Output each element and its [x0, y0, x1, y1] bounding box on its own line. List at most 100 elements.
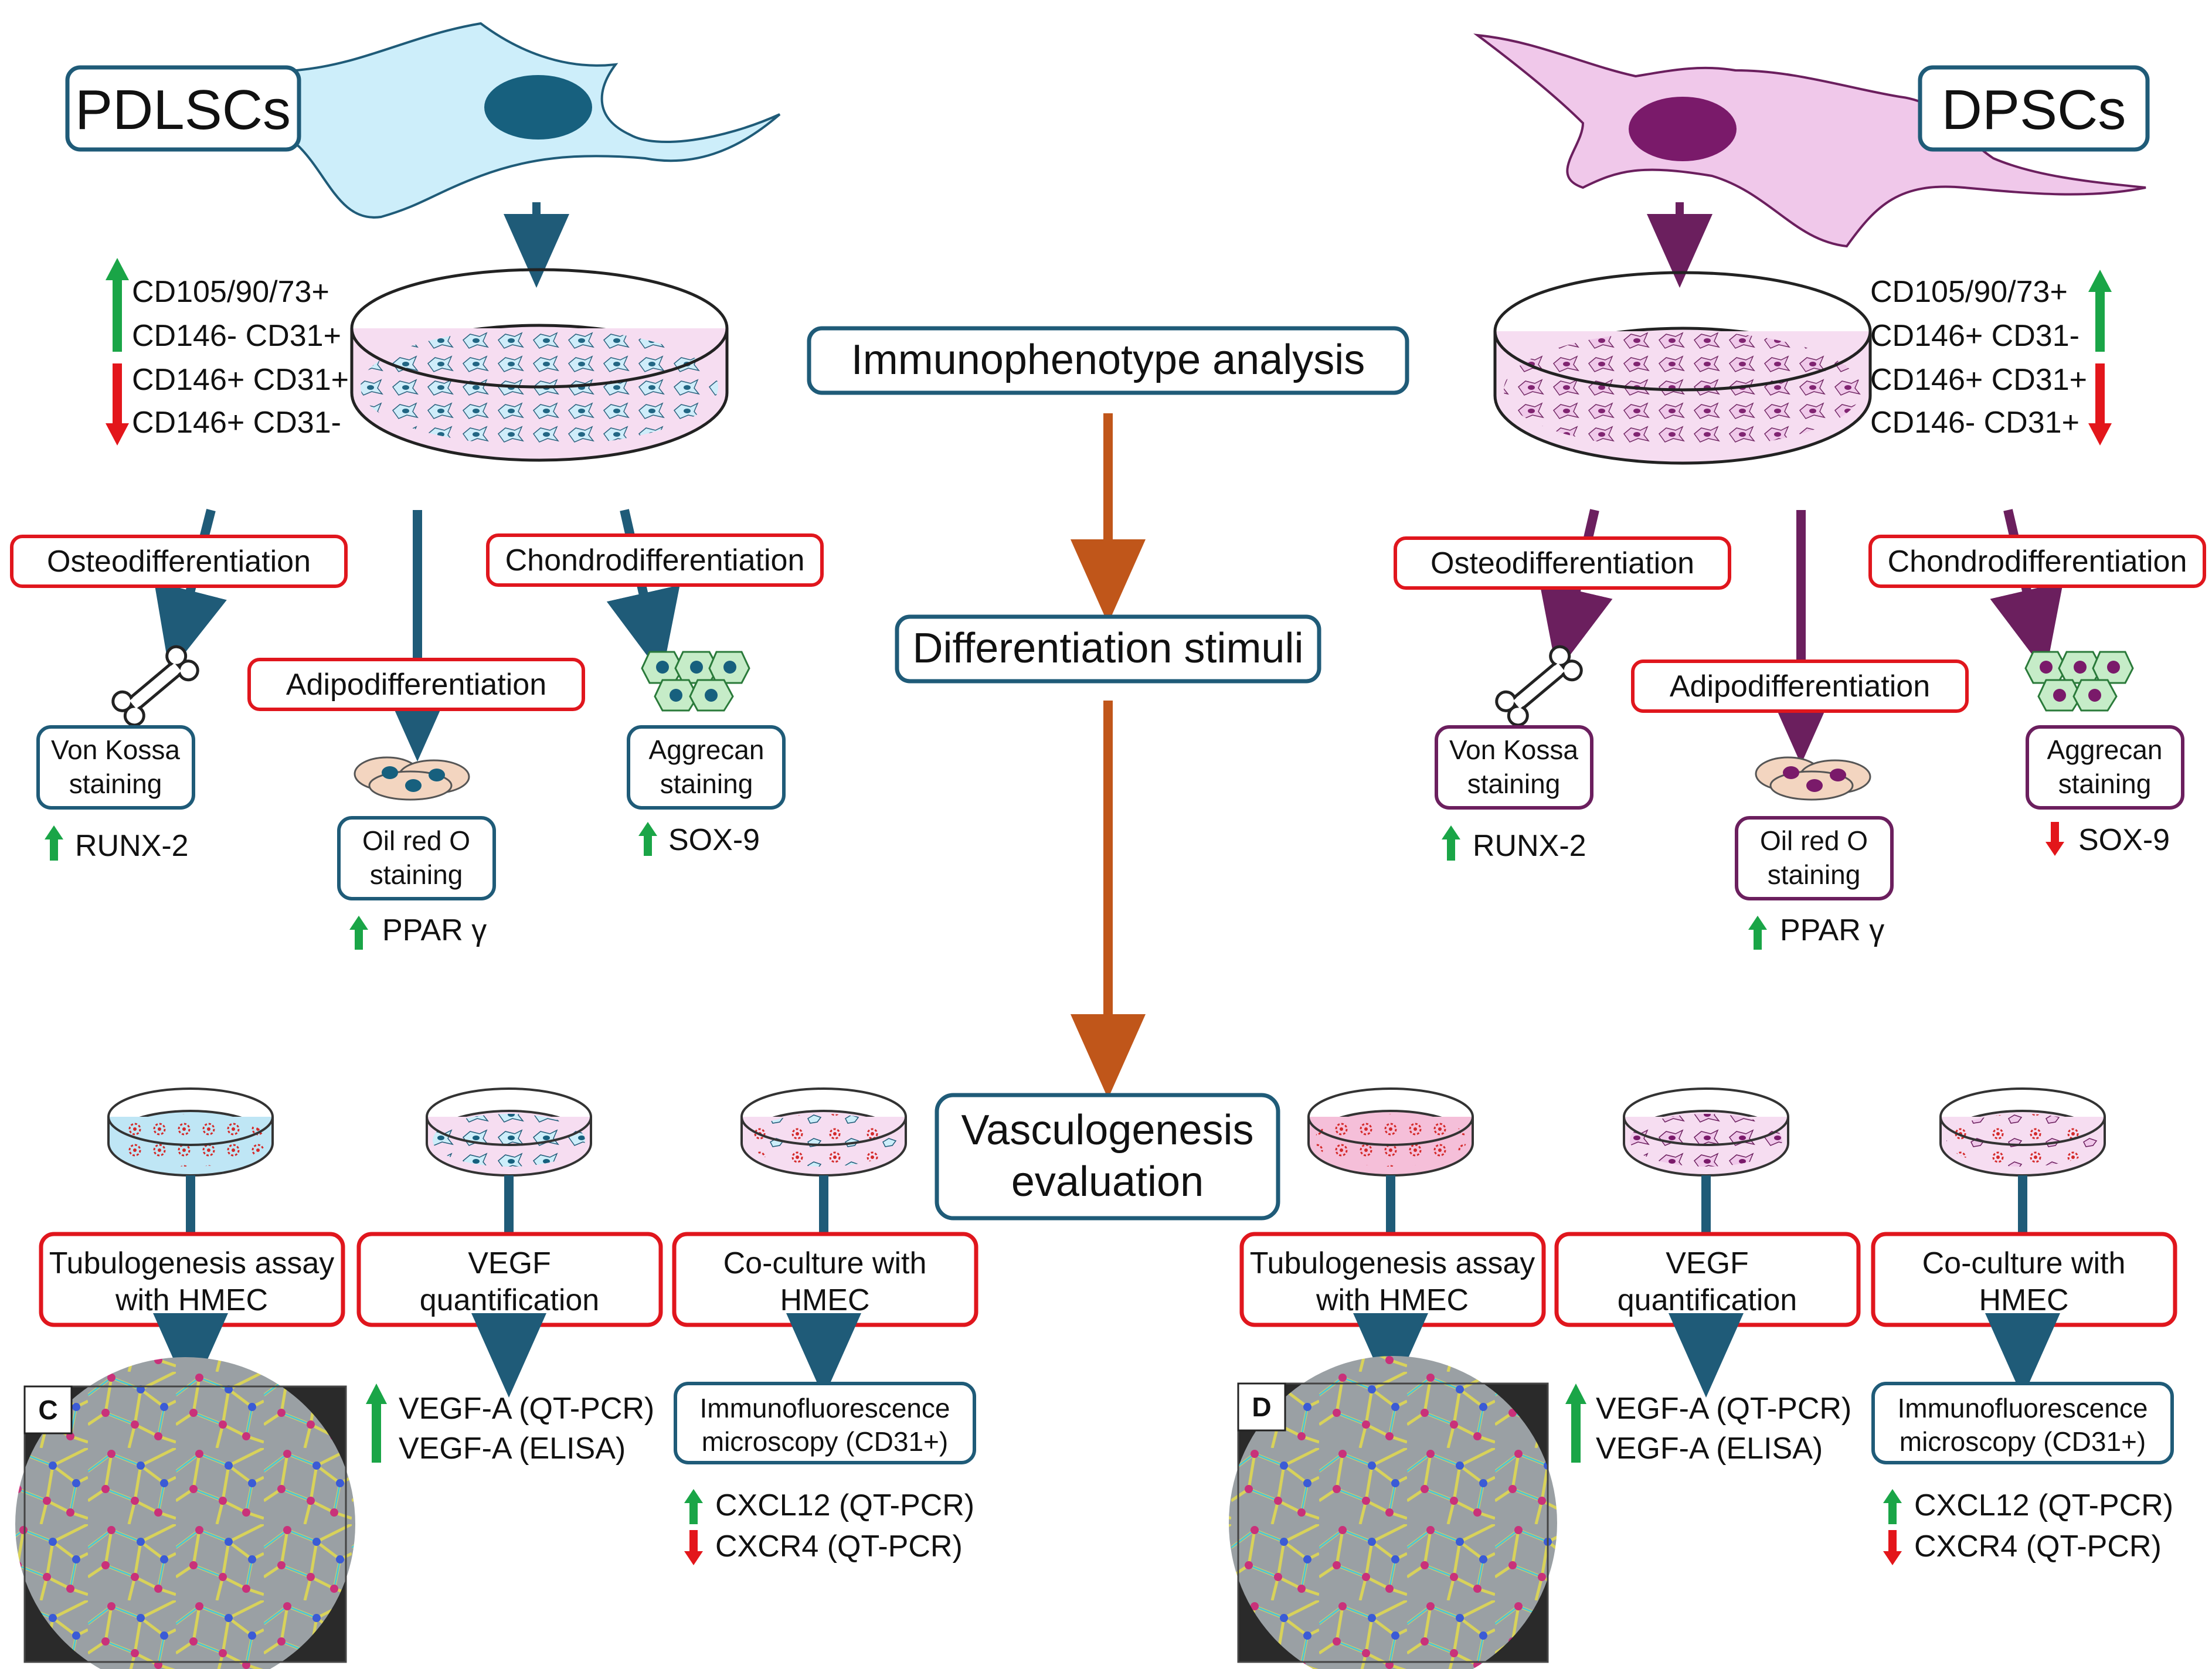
chondrocyte-icon — [641, 651, 750, 712]
pdlsc-coculture-line1: Co-culture with — [723, 1246, 927, 1280]
differentiation-box — [895, 614, 1321, 684]
dpsc-marker-down-2: CD146- CD31+ — [1870, 406, 2080, 440]
bone-icon — [1495, 645, 1583, 727]
dpsc-sox: SOX-9 — [2078, 823, 2170, 857]
dpsc-chondro-label: Chondrodifferentiation — [1888, 545, 2187, 579]
dpsc-coculture-line2: HMEC — [1979, 1283, 2068, 1317]
pdlsc-marker-down-1: CD146+ CD31+ — [132, 363, 349, 397]
dpsc-aggrecan-box — [2026, 725, 2184, 810]
dpsc-vonkossa-line2: staining — [1467, 769, 1561, 799]
dpsc-immuno-line2: microscopy (CD31+) — [1900, 1426, 2146, 1457]
dpsc-cxcl: CXCL12 (QT-PCR) — [1914, 1488, 2173, 1522]
pdlsc-oilred-box — [337, 816, 496, 900]
dpsc-aggrecan-line1: Aggrecan — [2047, 735, 2163, 765]
dpsc-aggrecan-line2: staining — [2058, 769, 2152, 799]
pdlsc-chondro-box — [486, 533, 824, 587]
vasculogenesis-line2: evaluation — [1011, 1158, 1204, 1205]
pdlsc-title-box — [65, 65, 301, 152]
pdlsc-vegf-line2: quantification — [420, 1283, 599, 1317]
dpsc-adipo-label: Adipodifferentiation — [1670, 669, 1930, 703]
pdlsc-aggrecan-line1: Aggrecan — [649, 735, 764, 765]
dpsc-tubulo-line2: with HMEC — [1316, 1283, 1469, 1317]
pdlsc-cxcl: CXCL12 (QT-PCR) — [715, 1488, 974, 1522]
dpsc-ppar: PPAR γ — [1780, 913, 1884, 947]
dpsc-marker-up-2: CD146+ CD31- — [1870, 319, 2080, 353]
vasculogenesis-line1: Vasculogenesis — [961, 1107, 1254, 1154]
pdlsc-osteo-box — [10, 535, 348, 588]
chondrocyte-icon — [2024, 651, 2134, 712]
dpsc-osteo-box — [1394, 536, 1731, 590]
pdlsc-runx: RUNX-2 — [75, 829, 189, 863]
pdlsc-title: PDLSCs — [75, 79, 291, 141]
dpsc-vonkossa-box — [1435, 725, 1593, 810]
dpsc-oilred-line1: Oil red O — [1760, 825, 1868, 856]
pdlsc-tubulo-line1: Tubulogenesis assay — [49, 1246, 335, 1280]
dpsc-vegf-a-1: VEGF-A (QT-PCR) — [1596, 1392, 1851, 1426]
pdlsc-tubulogenesis-micrograph: C — [15, 1357, 355, 1669]
dpsc-panel-label: D — [1252, 1392, 1271, 1422]
pdlsc-sox: SOX-9 — [668, 823, 760, 857]
pdlsc-nucleus — [484, 75, 592, 140]
pdlsc-adipo-box — [247, 658, 585, 711]
pdlsc-cxcr: CXCR4 (QT-PCR) — [715, 1529, 963, 1563]
pdlsc-marker-down-2: CD146+ CD31- — [132, 406, 341, 440]
pdlsc-vonkossa-line1: Von Kossa — [51, 735, 180, 765]
pdlsc-dish-vegf — [426, 1087, 592, 1177]
dpsc-cell-shape — [1473, 33, 2146, 248]
pdlsc-petri-dish — [350, 268, 729, 462]
pdlsc-ppar: PPAR γ — [382, 913, 487, 947]
dpsc-nucleus — [1629, 97, 1737, 161]
pdlsc-vonkossa-line2: staining — [69, 769, 162, 799]
differentiation-label: Differentiation stimuli — [913, 625, 1304, 672]
pdlsc-vegf-a-1: VEGF-A (QT-PCR) — [399, 1392, 654, 1426]
dpsc-vegf-line1: VEGF — [1666, 1246, 1749, 1280]
pdlsc-osteo-label: Osteodifferentiation — [47, 545, 311, 579]
pdlsc-marker-up-1: CD105/90/73+ — [132, 275, 329, 309]
dpsc-coculture-line1: Co-culture with — [1922, 1246, 2126, 1280]
dpsc-tubulo-line1: Tubulogenesis assay — [1250, 1246, 1535, 1280]
pdlsc-aggrecan-line2: staining — [660, 769, 753, 799]
dpsc-chondro-box — [1868, 535, 2206, 588]
left-column: PDLSCs CD105/90/73+ CD146- CD31+ CD146+ … — [10, 22, 978, 1669]
dpsc-oilred-line2: staining — [1768, 859, 1861, 890]
dpsc-immuno-line1: Immunofluorescence — [1898, 1393, 2148, 1423]
pdlsc-vegf-a-2: VEGF-A (ELISA) — [399, 1432, 626, 1466]
pdlsc-oilred-line1: Oil red O — [362, 825, 470, 856]
adipocyte-icon — [354, 756, 470, 801]
pdlsc-immuno-box — [674, 1382, 976, 1464]
pdlsc-marker-up-2: CD146- CD31+ — [132, 319, 341, 353]
pdlsc-dish-coculture — [740, 1087, 907, 1177]
pdlsc-chondro-label: Chondrodifferentiation — [505, 543, 805, 577]
dpsc-title: DPSCs — [1942, 79, 2126, 141]
pdlsc-vegf-line1: VEGF — [468, 1246, 551, 1280]
adipocyte-icon — [1755, 756, 1871, 801]
immunophenotype-box — [807, 326, 1409, 395]
dpsc-dish-vegf — [1623, 1087, 1789, 1177]
dpsc-runx: RUNX-2 — [1473, 829, 1586, 863]
dpsc-osteo-label: Osteodifferentiation — [1431, 546, 1694, 580]
vasculogenesis-box — [935, 1093, 1280, 1221]
dpsc-title-box — [1918, 65, 2150, 152]
dpsc-dish-coculture — [1939, 1087, 2106, 1177]
dpsc-marker-up-1: CD105/90/73+ — [1870, 275, 2068, 309]
pdlsc-markers: CD105/90/73+ CD146- CD31+ CD146+ CD31+ C… — [106, 258, 349, 446]
center-column: Immunophenotype analysis Differentiation… — [807, 326, 1409, 1221]
pdlsc-coculture-line2: HMEC — [780, 1283, 869, 1317]
right-column: DPSCs CD105/90/73+ CD146+ CD31- CD146+ C… — [1229, 33, 2206, 1669]
dpsc-vegf-a-2: VEGF-A (ELISA) — [1596, 1432, 1823, 1466]
bone-icon — [111, 645, 199, 727]
pdlsc-adipo-label: Adipodifferentiation — [286, 668, 546, 702]
dpsc-tubulogenesis-micrograph: D — [1229, 1356, 1557, 1669]
pdlsc-dish-tubulo — [107, 1087, 274, 1177]
dpsc-vegf-line2: quantification — [1618, 1283, 1797, 1317]
dpsc-immuno-box — [1871, 1382, 2174, 1464]
dpsc-oilred-box — [1735, 816, 1894, 900]
dpsc-cxcr: CXCR4 (QT-PCR) — [1914, 1529, 2162, 1563]
dpsc-vonkossa-line1: Von Kossa — [1449, 735, 1578, 765]
dpsc-marker-down-1: CD146+ CD31+ — [1870, 363, 2087, 397]
dpsc-adipo-box — [1631, 660, 1969, 713]
immunophenotype-label: Immunophenotype analysis — [851, 336, 1365, 383]
dpsc-dish-tubulo — [1307, 1087, 1474, 1177]
dpsc-petri-dish — [1493, 271, 1872, 465]
